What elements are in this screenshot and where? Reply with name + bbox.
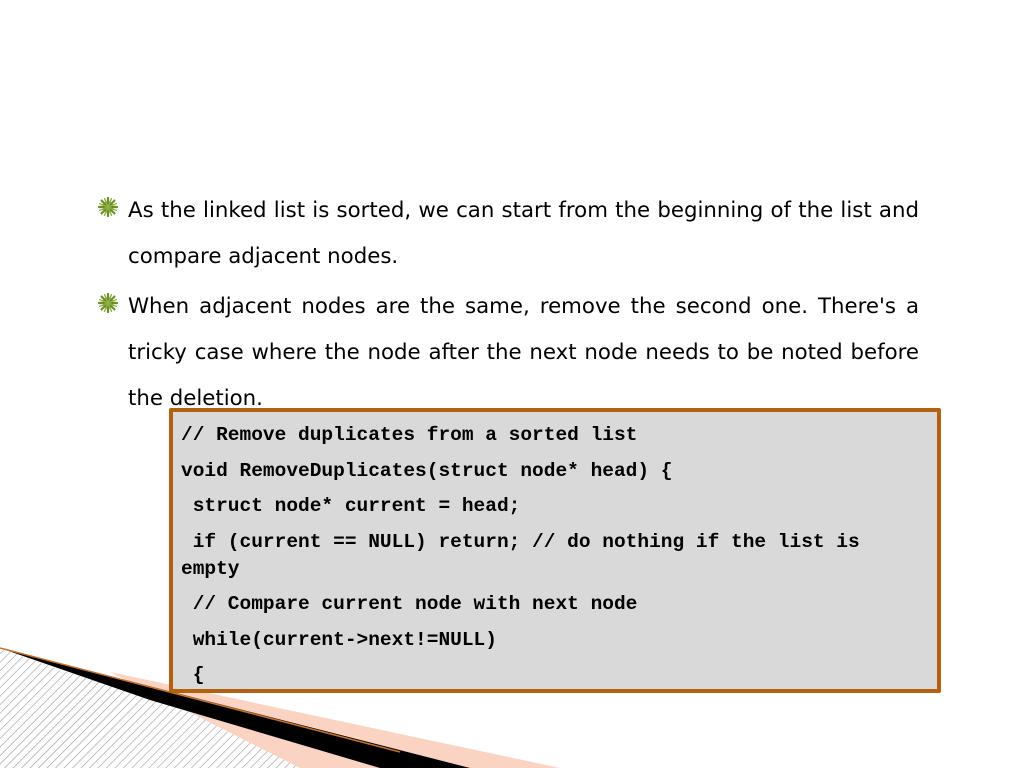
bullet-item-1: As the linked list is sorted, we can sta…: [97, 188, 919, 280]
code-block: // Remove duplicates from a sorted list …: [169, 408, 941, 693]
code-line-6: while(current->next!=NULL): [181, 628, 497, 651]
green-starburst-bullet-icon: [97, 292, 119, 314]
code-line-3: struct node* current = head;: [181, 495, 521, 517]
code-line-2: void RemoveDuplicates(struct node* head)…: [181, 459, 673, 482]
bullet-list: As the linked list is sorted, we can sta…: [97, 188, 919, 426]
green-starburst-bullet-icon: [97, 196, 119, 218]
code-line-5: // Compare current node with next node: [181, 593, 638, 615]
peach-wedge: [110, 672, 560, 768]
code-line-1: // Remove duplicates from a sorted list: [181, 424, 638, 446]
code-line-4: if (current == NULL) return; // do nothi…: [181, 530, 872, 580]
bullet-text: When adjacent nodes are the same, remove…: [128, 294, 919, 411]
orange-line: [0, 647, 401, 753]
bullet-item-2: When adjacent nodes are the same, remove…: [97, 284, 919, 422]
bullet-text: As the linked list is sorted, we can sta…: [128, 198, 919, 269]
hatched-wedge: [0, 648, 400, 768]
code-line-7: {: [181, 664, 205, 686]
